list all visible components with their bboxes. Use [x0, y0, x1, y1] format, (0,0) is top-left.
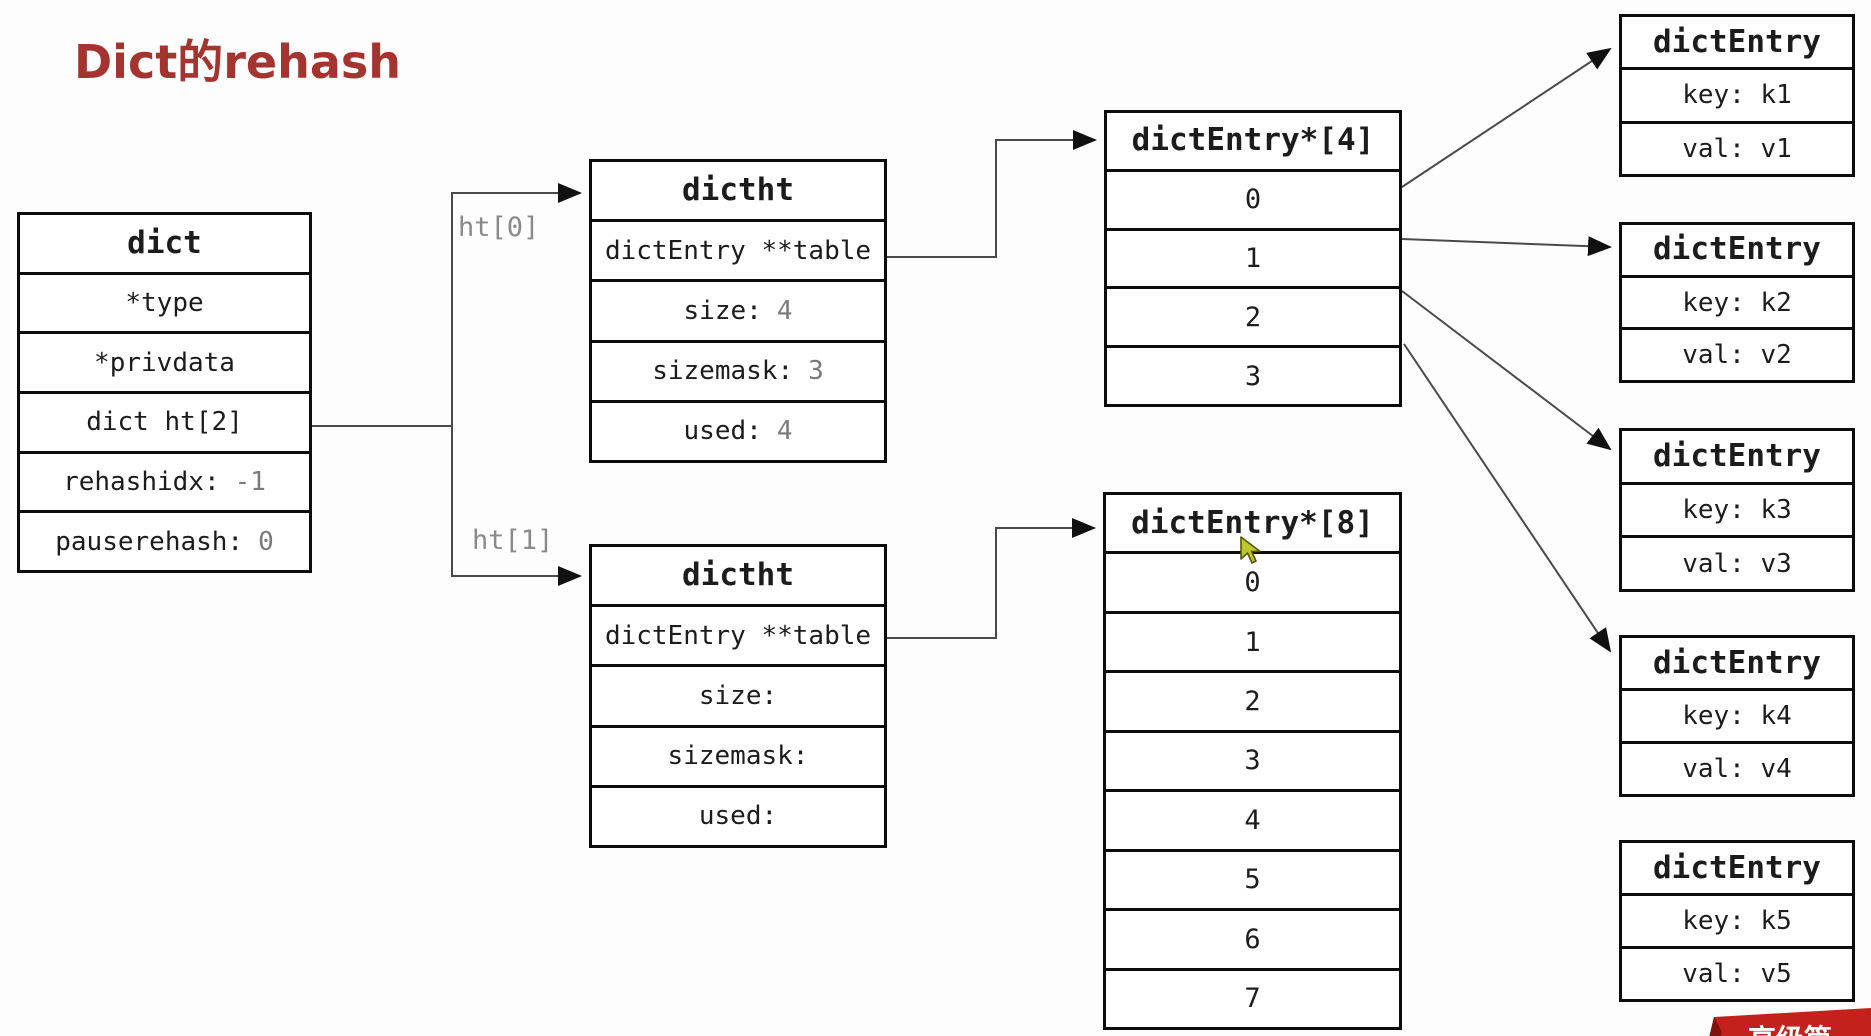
- page-title: Dict的rehash: [74, 35, 402, 89]
- dictht-top-table: dictEntry **table: [592, 219, 884, 279]
- dictentry-3-key: key: k3: [1622, 481, 1852, 536]
- array4-slot-0: 0: [1107, 168, 1399, 228]
- dictentry-4-header: dictEntry: [1653, 644, 1821, 681]
- array4-slot-2: 2: [1107, 286, 1399, 345]
- array8-header: dictEntry*[8]: [1131, 504, 1374, 541]
- dictentry-box-5: dictEntry key: k5 val: v5: [1619, 840, 1855, 1002]
- dictht-bottom-used: used:: [592, 784, 884, 845]
- dict-field-rehashidx: rehashidx:-1: [20, 450, 309, 511]
- dictht-bottom-box: dictht dictEntry **table size: sizemask:…: [589, 544, 887, 848]
- ribbon-fold: [1709, 1017, 1722, 1036]
- ribbon-text: 高级篇: [1748, 1023, 1832, 1036]
- dictentry-box-2: dictEntry key: k2 val: v2: [1619, 222, 1855, 383]
- wire-table1-to-array8: [885, 518, 1096, 639]
- dictht-top-box: dictht dictEntry **table size:4 sizemask…: [589, 159, 887, 463]
- dictht-bottom-size: size:: [592, 664, 884, 724]
- dictht-bottom-sizemask: sizemask:: [592, 724, 884, 785]
- array8-slot-1: 1: [1106, 610, 1399, 670]
- dictht-top-used: used:4: [592, 399, 884, 460]
- dictht-top-size: size:4: [592, 279, 884, 339]
- wire-slot2-to-entry3: [1401, 290, 1612, 451]
- array8-slot-6: 6: [1106, 908, 1399, 967]
- wire-slot1-to-entry2: [1401, 236, 1612, 257]
- dict-field-privdata: *privdata: [20, 331, 309, 391]
- wire-slot3-to-entry4: [1403, 343, 1612, 653]
- label-ht1: ht[1]: [472, 525, 554, 556]
- dictentry-4-key: key: k4: [1622, 688, 1852, 741]
- dictentry-5-header: dictEntry: [1653, 849, 1821, 886]
- array8-slot-2: 2: [1106, 670, 1399, 729]
- dictentry-box-4: dictEntry key: k4 val: v4: [1619, 635, 1855, 797]
- array4-slot-1: 1: [1107, 227, 1399, 287]
- dict-field-pauserehash: pauserehash:0: [20, 510, 309, 570]
- dictentry-1-val: val: v1: [1622, 120, 1852, 174]
- dictentry-1-key: key: k1: [1622, 67, 1852, 120]
- dict-struct-header: dict: [127, 224, 202, 261]
- dictentry-5-val: val: v5: [1622, 946, 1852, 999]
- dict-struct-box: dict *type *privdata dict ht[2] rehashid…: [17, 212, 312, 573]
- ribbon-body: [1709, 1008, 1871, 1036]
- dictht-top-header: dictht: [682, 172, 794, 209]
- array8-slot-7: 7: [1106, 967, 1399, 1027]
- dictentry-3-header: dictEntry: [1653, 437, 1821, 474]
- corner-ribbon: 高级篇: [1698, 1005, 1871, 1036]
- label-ht0: ht[0]: [458, 212, 540, 243]
- wire-table0-to-array4: [885, 130, 1097, 258]
- array8-slot-4: 4: [1106, 789, 1399, 848]
- dictentry-4-val: val: v4: [1622, 741, 1852, 794]
- wire-slot0-to-entry1: [1401, 47, 1612, 188]
- dict-field-type: *type: [20, 271, 309, 332]
- dictentry-3-val: val: v3: [1622, 535, 1852, 589]
- dictentry-box-3: dictEntry key: k3 val: v3: [1619, 428, 1855, 592]
- array8-slot-3: 3: [1106, 729, 1399, 789]
- dictht-bottom-header: dictht: [682, 557, 794, 594]
- array4-slot-3: 3: [1107, 345, 1399, 404]
- mouse-cursor-icon: [1240, 536, 1261, 564]
- dictentry-box-1: dictEntry key: k1 val: v1: [1619, 14, 1855, 177]
- array8-slot-5: 5: [1106, 848, 1399, 908]
- dictentry-2-key: key: k2: [1622, 274, 1852, 328]
- array8-box: dictEntry*[8] 0 1 2 3 4 5 6 7: [1103, 492, 1402, 1030]
- dictentry-2-val: val: v2: [1622, 327, 1852, 380]
- array4-header: dictEntry*[4]: [1131, 122, 1375, 159]
- dict-field-ht2: dict ht[2]: [20, 391, 309, 451]
- dictht-bottom-table: dictEntry **table: [592, 604, 884, 664]
- dictht-top-sizemask: sizemask:3: [592, 339, 884, 400]
- wire-dict-to-ht0: [312, 183, 582, 427]
- array4-box: dictEntry*[4] 0 1 2 3: [1104, 110, 1402, 407]
- dictentry-1-header: dictEntry: [1653, 23, 1821, 60]
- dictentry-2-header: dictEntry: [1653, 231, 1821, 268]
- dictentry-5-key: key: k5: [1622, 893, 1852, 946]
